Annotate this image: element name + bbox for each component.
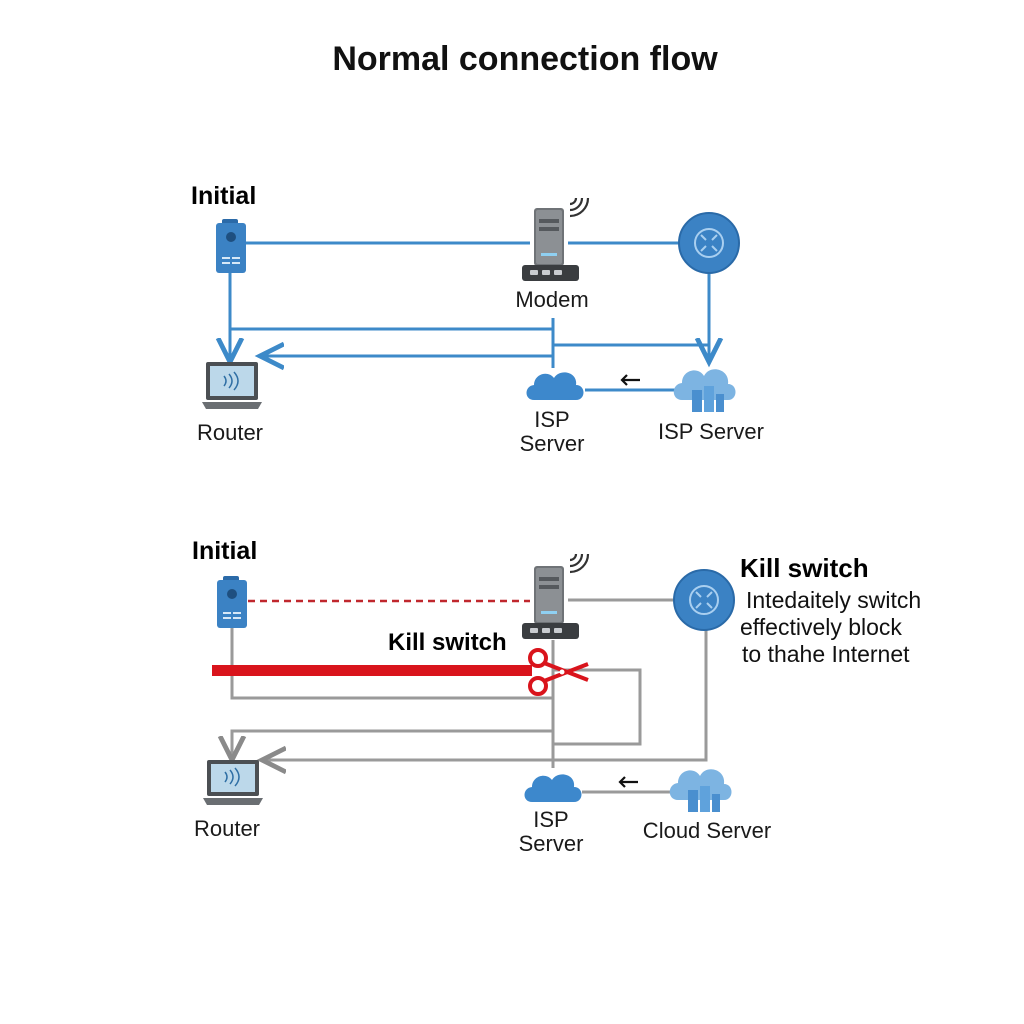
kill-switch-cut-bar [212, 665, 532, 676]
device-icon [217, 576, 247, 628]
bottom-heading: Initial [192, 537, 258, 565]
modem-label: Modem [515, 287, 589, 312]
kill-switch-inline-label: Kill switch [388, 629, 507, 656]
cloud-server-icon [669, 769, 732, 812]
note-line-2: effectively block [740, 614, 902, 640]
note-line-1: Intedaitely switch [746, 587, 922, 613]
node-to-router-line [262, 628, 708, 760]
globe-node-icon [673, 569, 735, 631]
wifi-icon [569, 197, 590, 218]
left-return-line [232, 729, 553, 760]
laptop-icon [203, 760, 263, 805]
top-heading: Initial [191, 182, 257, 210]
isp-server-label: ISP Server [520, 408, 585, 456]
wifi-icon [569, 553, 590, 574]
device-icon [216, 219, 246, 273]
split-loop-line [553, 668, 642, 746]
cloud-server-label: Cloud Server [642, 818, 772, 843]
arrow-left-icon [620, 374, 640, 386]
scissors-icon [528, 648, 589, 696]
kill-switch-note: Intedaitely switch effectively block to … [740, 587, 921, 668]
right-server-label: ISP Server [658, 419, 764, 444]
kill-switch-heading: Kill switch [740, 553, 869, 583]
router-label: Router [193, 816, 261, 841]
modem-icon [522, 208, 579, 281]
router-label: Router [196, 420, 264, 445]
device-down-line [230, 628, 553, 700]
bottom-connections [230, 598, 708, 794]
modem-icon [522, 566, 579, 639]
laptop-icon [202, 362, 262, 409]
isp-server-label-line1: ISP [534, 407, 570, 432]
cloud-icon [526, 372, 584, 400]
note-line-3: to thahe Internet [742, 641, 910, 667]
isp-server-label-line2: Server [518, 831, 584, 856]
cloud-server-icon [673, 369, 736, 412]
isp-server-label-line1: ISP [533, 807, 569, 832]
top-connections [230, 241, 709, 392]
isp-server-label: ISP Server [519, 808, 584, 856]
isp-server-label-line2: Server [519, 431, 585, 456]
page-title: Normal connection flow [332, 40, 718, 78]
cloud-icon [524, 774, 582, 802]
globe-node-icon [678, 212, 740, 274]
arrow-left-icon [618, 776, 638, 788]
